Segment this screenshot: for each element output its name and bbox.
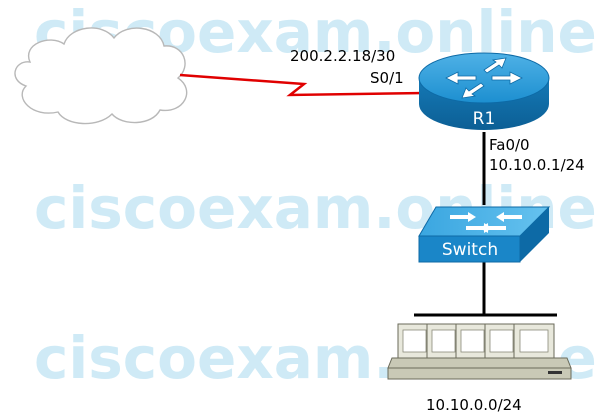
wan-interface-label: S0/1: [370, 69, 404, 87]
lan-interface-ip-label: 10.10.0.1/24: [489, 156, 585, 174]
switch-label: Switch: [442, 240, 498, 260]
lan-interface-label: Fa0/0: [489, 136, 530, 154]
router-icon: R1: [418, 52, 550, 130]
router-label: R1: [473, 109, 496, 129]
workstation-group-icon: [387, 313, 572, 380]
wan-ip-label: 200.2.2.18/30: [290, 47, 395, 65]
lan-network-label: 10.10.0.0/24: [426, 396, 522, 414]
switch-icon: Switch: [418, 206, 551, 263]
cloud-icon: [14, 27, 188, 125]
wan-serial-link: [179, 73, 426, 97]
